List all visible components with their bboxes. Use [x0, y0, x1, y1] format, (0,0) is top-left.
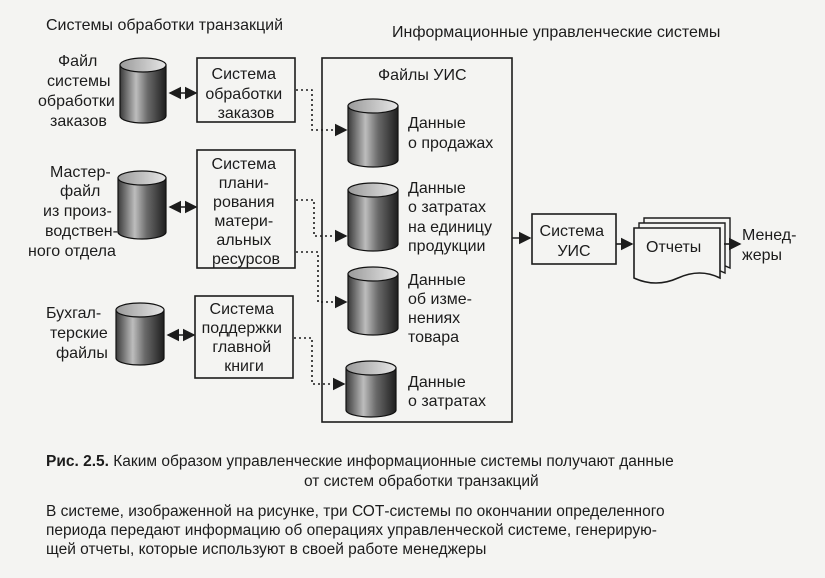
- source-label-production: Мастер- файл из произ- водствен- ного от…: [28, 164, 122, 260]
- paragraph-line: щей отчеты, которые используют в своей р…: [46, 541, 487, 558]
- caption-text: Каким образом управленческие информацион…: [113, 453, 674, 470]
- database-icon: [347, 266, 399, 336]
- figure-number: Рис. 2.5.: [46, 453, 109, 470]
- figure-caption: Рис. 2.5. Каким образом управленческие и…: [46, 452, 786, 492]
- source-label-orders: Файл системы обработки заказов: [38, 53, 119, 130]
- tps-box-mrp: [196, 149, 296, 269]
- database-icon: [345, 360, 397, 418]
- reports-label: Отчеты: [646, 239, 701, 256]
- mis-files-title: Файлы УИС: [378, 67, 467, 84]
- body-paragraph: В системе, изображенной на рисунке, три …: [46, 502, 776, 559]
- tps-label-ledger: Система поддержки главной книги: [202, 301, 287, 375]
- paragraph-line: В системе, изображенной на рисунке, три …: [46, 503, 665, 520]
- database-icon: [347, 182, 399, 252]
- tps-box-ledger: [194, 295, 294, 379]
- mis-file-costs: Данные о затратах: [408, 374, 486, 410]
- mis-file-product-changes: Данные об изме- нениях товара: [408, 272, 476, 346]
- reports-document-icon: [633, 217, 731, 284]
- mis-header: Информационные управленческие системы: [392, 24, 720, 41]
- database-icon: [119, 57, 167, 124]
- paragraph-line: периода передают информацию об операциях…: [46, 522, 657, 539]
- mis-file-sales: Данные о продажах: [408, 115, 493, 152]
- data-flow-lines: [294, 89, 348, 391]
- mis-system-label: Система УИС: [540, 223, 609, 260]
- tps-label-orders: Система обработки заказов: [205, 66, 286, 122]
- mis-file-unit-costs: Данные о затратах на единицу продукции: [408, 180, 496, 255]
- source-label-accounting: Бухгал- терские файлы: [46, 305, 112, 362]
- database-icon: [347, 98, 399, 168]
- caption-text-line2: от систем обработки транзакций: [304, 473, 539, 490]
- tps-label-mrp: Система плани- рования матери- альных ре…: [212, 156, 281, 268]
- tps-box-orders: [196, 57, 296, 123]
- mis-system-box: [531, 213, 617, 265]
- database-icon: [117, 170, 167, 240]
- managers-label: Менед- жеры: [742, 227, 801, 264]
- tps-header: Системы обработки транзакций: [46, 17, 283, 34]
- database-icon: [115, 302, 165, 366]
- mis-files-panel: [321, 57, 513, 423]
